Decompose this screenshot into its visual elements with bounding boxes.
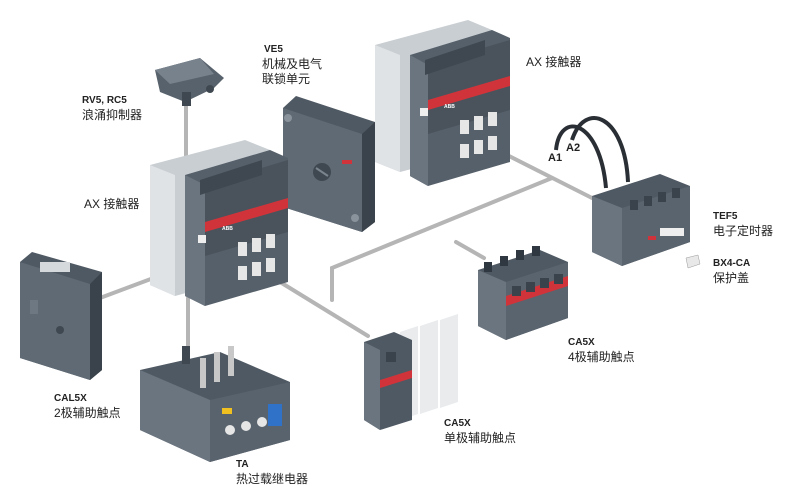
tef5-code: TEF5 <box>713 211 738 222</box>
connector-ca5x-4pole <box>454 240 486 260</box>
bx4-code: BX4-CA <box>713 258 751 269</box>
rv5-name: 浪涌抑制器 <box>82 107 143 122</box>
bx4-name: 保护盖 <box>713 270 750 285</box>
ax-contactor-right: ABB <box>375 20 510 186</box>
abb-logo-left: ABB <box>222 226 233 232</box>
rv5-code: RV5, RC5 <box>82 95 127 106</box>
ca5x-4pole-code: CA5X <box>568 337 595 348</box>
ve5-name-line2: 联锁单元 <box>262 71 311 86</box>
ca5x-single-pole-auxiliary-contact <box>364 314 458 430</box>
rv5-label: RV5, RC5 浪涌抑制器 <box>82 95 142 123</box>
bx4-protective-cover <box>685 254 701 269</box>
ta-name: 热过载继电器 <box>236 471 309 486</box>
ca5x-4pole-auxiliary-contact <box>478 246 568 340</box>
ca5x-4pole-name: 4极辅助触点 <box>568 349 635 364</box>
ve5-name-line1: 机械及电气 <box>262 56 323 71</box>
wire-a2-label: A2 <box>566 142 581 154</box>
ca5x-4pole-label: CA5X 4极辅助触点 <box>568 337 635 365</box>
connector-ca5x-bus <box>330 176 554 302</box>
ax-left-name: AX 接触器 <box>84 197 140 211</box>
cal5x-code: CAL5X <box>54 393 87 404</box>
ca5x-single-label: CA5X 单极辅助触点 <box>444 418 516 446</box>
tef5-name: 电子定时器 <box>713 223 774 238</box>
ve5-interlock-unit <box>283 96 375 232</box>
ax-right-name: AX 接触器 <box>526 55 582 69</box>
ve5-code: VE5 <box>264 44 283 55</box>
connector-ca5x-single <box>278 280 370 338</box>
ca5x-single-code: CA5X <box>444 418 471 429</box>
ta-code: TA <box>236 459 249 470</box>
wire-a1-label: A1 <box>548 152 563 164</box>
cal5x-label: CAL5X 2极辅助触点 <box>54 393 121 421</box>
cal5x-name: 2极辅助触点 <box>54 405 121 420</box>
ta-thermal-overload-relay <box>140 346 290 462</box>
ax-contactor-left: ABB <box>150 140 288 306</box>
bx4-label: BX4-CA 保护盖 <box>713 258 750 286</box>
ca5x-single-name: 单极辅助触点 <box>444 430 517 445</box>
ax-right-label: AX 接触器 <box>526 55 581 70</box>
tef5-label: TEF5 电子定时器 <box>713 211 773 239</box>
tef5-electronic-timer <box>554 116 701 269</box>
ve5-label: VE5 机械及电气 联锁单元 <box>262 44 322 87</box>
abb-logo-right: ABB <box>444 104 455 110</box>
rv5-surge-suppressor <box>155 58 224 106</box>
cal5x-auxiliary-contact <box>20 252 102 380</box>
ta-label: TA 热过载继电器 <box>236 459 308 487</box>
ax-left-label: AX 接触器 <box>84 197 139 212</box>
